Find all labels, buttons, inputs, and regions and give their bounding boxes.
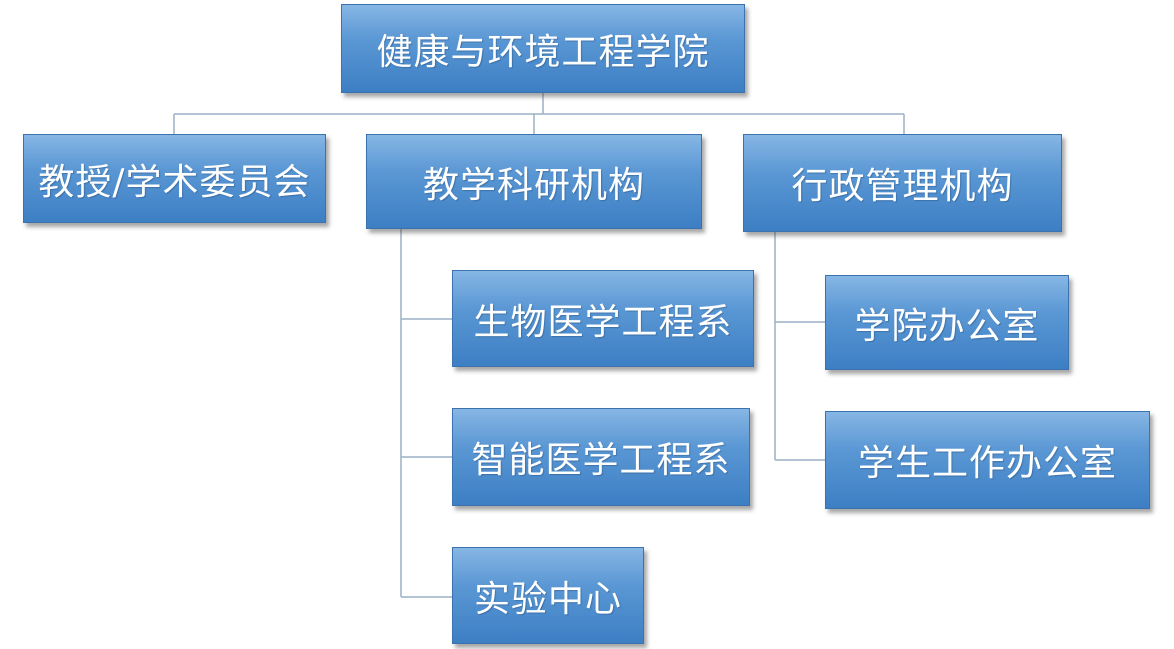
- node-intelligent-medical-engineering-label: 智能医学工程系: [471, 440, 731, 481]
- node-lab-center: 实验中心: [452, 547, 644, 644]
- node-academic-committee: 教授/学术委员会: [23, 134, 326, 223]
- node-intelligent-medical-engineering: 智能医学工程系: [452, 408, 750, 506]
- node-biomedical-engineering-label: 生物医学工程系: [473, 301, 733, 343]
- node-academic-committee-label: 教授/学术委员会: [38, 161, 311, 203]
- root-node: 健康与环境工程学院: [341, 4, 745, 93]
- node-biomedical-engineering: 生物医学工程系: [452, 270, 754, 367]
- node-administration-label: 行政管理机构: [791, 166, 1014, 207]
- node-college-office: 学院办公室: [825, 275, 1069, 370]
- node-college-office-label: 学院办公室: [854, 305, 1040, 347]
- node-student-affairs-office: 学生工作办公室: [825, 411, 1150, 509]
- root-node-label: 健康与环境工程学院: [376, 31, 710, 73]
- node-student-affairs-office-label: 学生工作办公室: [857, 443, 1117, 484]
- node-teaching-research-label: 教学科研机构: [422, 164, 645, 206]
- node-teaching-research: 教学科研机构: [366, 134, 702, 229]
- node-administration: 行政管理机构: [743, 134, 1062, 232]
- node-lab-center-label: 实验中心: [473, 578, 622, 620]
